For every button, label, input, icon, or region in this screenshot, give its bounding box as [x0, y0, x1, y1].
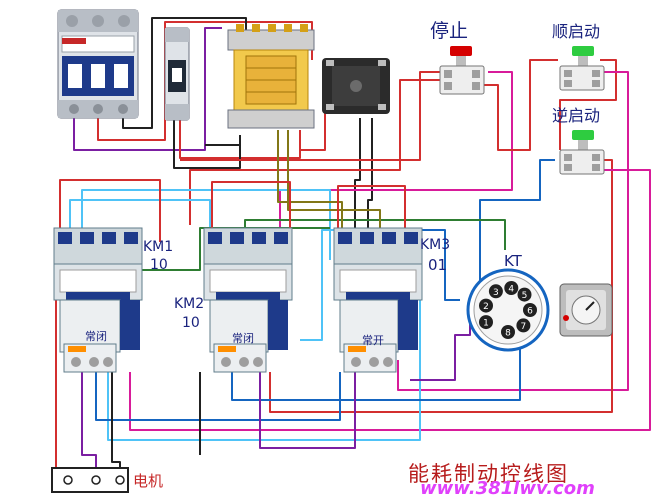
- stop-button-icon: [439, 46, 485, 95]
- wire-olive: [287, 130, 381, 240]
- wire-purple-top: [73, 27, 222, 151]
- reverse-start-label: 逆启动: [552, 106, 601, 125]
- contactor-km1-icon: [53, 227, 143, 373]
- wire-red-stop-km: [189, 79, 440, 225]
- wire-black-motor: [111, 372, 121, 470]
- motor-terminal-icon: [51, 467, 129, 493]
- relay-pin-label-7: 7: [521, 322, 527, 332]
- wire-red-rev: [269, 159, 613, 413]
- relay-pin-7: [516, 318, 531, 333]
- breaker-3p-icon: [57, 9, 139, 119]
- wire-black-mcb: [173, 120, 241, 169]
- wire-red-to-stop: [180, 71, 445, 161]
- wire-magenta-fwd: [397, 71, 629, 391]
- wire-magenta-stop: [279, 71, 513, 230]
- relay-pin-2: [479, 298, 493, 313]
- wire-magenta-long: [129, 169, 651, 431]
- transformer-icon: [227, 24, 315, 129]
- breaker-1p-icon: [164, 27, 190, 121]
- wire-purple-motor: [81, 372, 97, 470]
- relay-pin-label-5: 5: [522, 291, 528, 301]
- relay-pin-label-1: 1: [483, 319, 489, 329]
- wire-olive-2: [277, 130, 343, 235]
- contactor-km2-icon: [203, 227, 293, 373]
- relay-pin-6: [523, 303, 537, 317]
- wire-purple-b: [259, 372, 356, 449]
- km2-state: 10: [182, 315, 200, 331]
- wire-black2-rect-km3: [367, 118, 373, 240]
- relay-pin-8: [501, 325, 515, 339]
- wire-blue-c: [412, 229, 460, 301]
- km2-nc-label: 常闭: [232, 332, 254, 345]
- wire-red-km3: [337, 185, 406, 240]
- wire-red-km1: [59, 179, 161, 242]
- wire-blue-rev: [479, 159, 555, 282]
- wire-cyan-a: [81, 189, 331, 260]
- watermark: www.381lwv.com: [420, 478, 595, 499]
- forward-start-label: 顺启动: [552, 22, 601, 41]
- relay-pin-label-2: 2: [483, 302, 489, 312]
- wire-purple-kt: [410, 320, 471, 381]
- relay-pin-label-4: 4: [508, 285, 514, 295]
- diagram-title: 能耗制动控线图: [408, 462, 569, 486]
- relay-pin-4: [504, 281, 519, 295]
- kt-label: KT: [504, 252, 522, 270]
- wire-blue-b: [231, 340, 521, 401]
- breaker-brand-text: DELIXI: [66, 39, 82, 45]
- wire-black-rect-km3: [354, 118, 361, 240]
- relay-pin-3: [488, 284, 503, 299]
- forward-start-button-icon: [559, 46, 605, 91]
- time-relay-icon: [559, 283, 613, 337]
- contactor-km3-icon: [333, 227, 423, 373]
- relay-pin-5: [517, 287, 532, 302]
- wire-red-fwd-rev: [559, 59, 617, 150]
- relay-pin-label-8: 8: [505, 329, 511, 339]
- km3-state: 01: [428, 256, 448, 274]
- km1-label: KM1: [143, 239, 174, 255]
- km2-label: KM2: [174, 296, 205, 312]
- stop-label: 停止: [430, 20, 469, 42]
- km1-state: 10: [150, 257, 168, 273]
- km1-nc-label: 常闭: [85, 330, 107, 343]
- wire-black-tx: [205, 135, 241, 146]
- wire-red-km2: [211, 181, 291, 242]
- wire-red-stop-fwd: [480, 59, 558, 151]
- relay-pin-label-3: 3: [493, 288, 499, 298]
- reverse-start-button-icon: [559, 130, 605, 175]
- wire-red-tx-rect: [299, 112, 326, 151]
- relay-pin-label-6: 6: [527, 307, 533, 317]
- rectifier-bridge-icon: [322, 58, 390, 114]
- relay-pin-1: [479, 315, 493, 330]
- km3-label: KM3: [420, 237, 451, 253]
- wire-black-top: [122, 17, 247, 129]
- km3-no-label: 常开: [362, 334, 384, 347]
- motor-label: 电机: [133, 472, 164, 490]
